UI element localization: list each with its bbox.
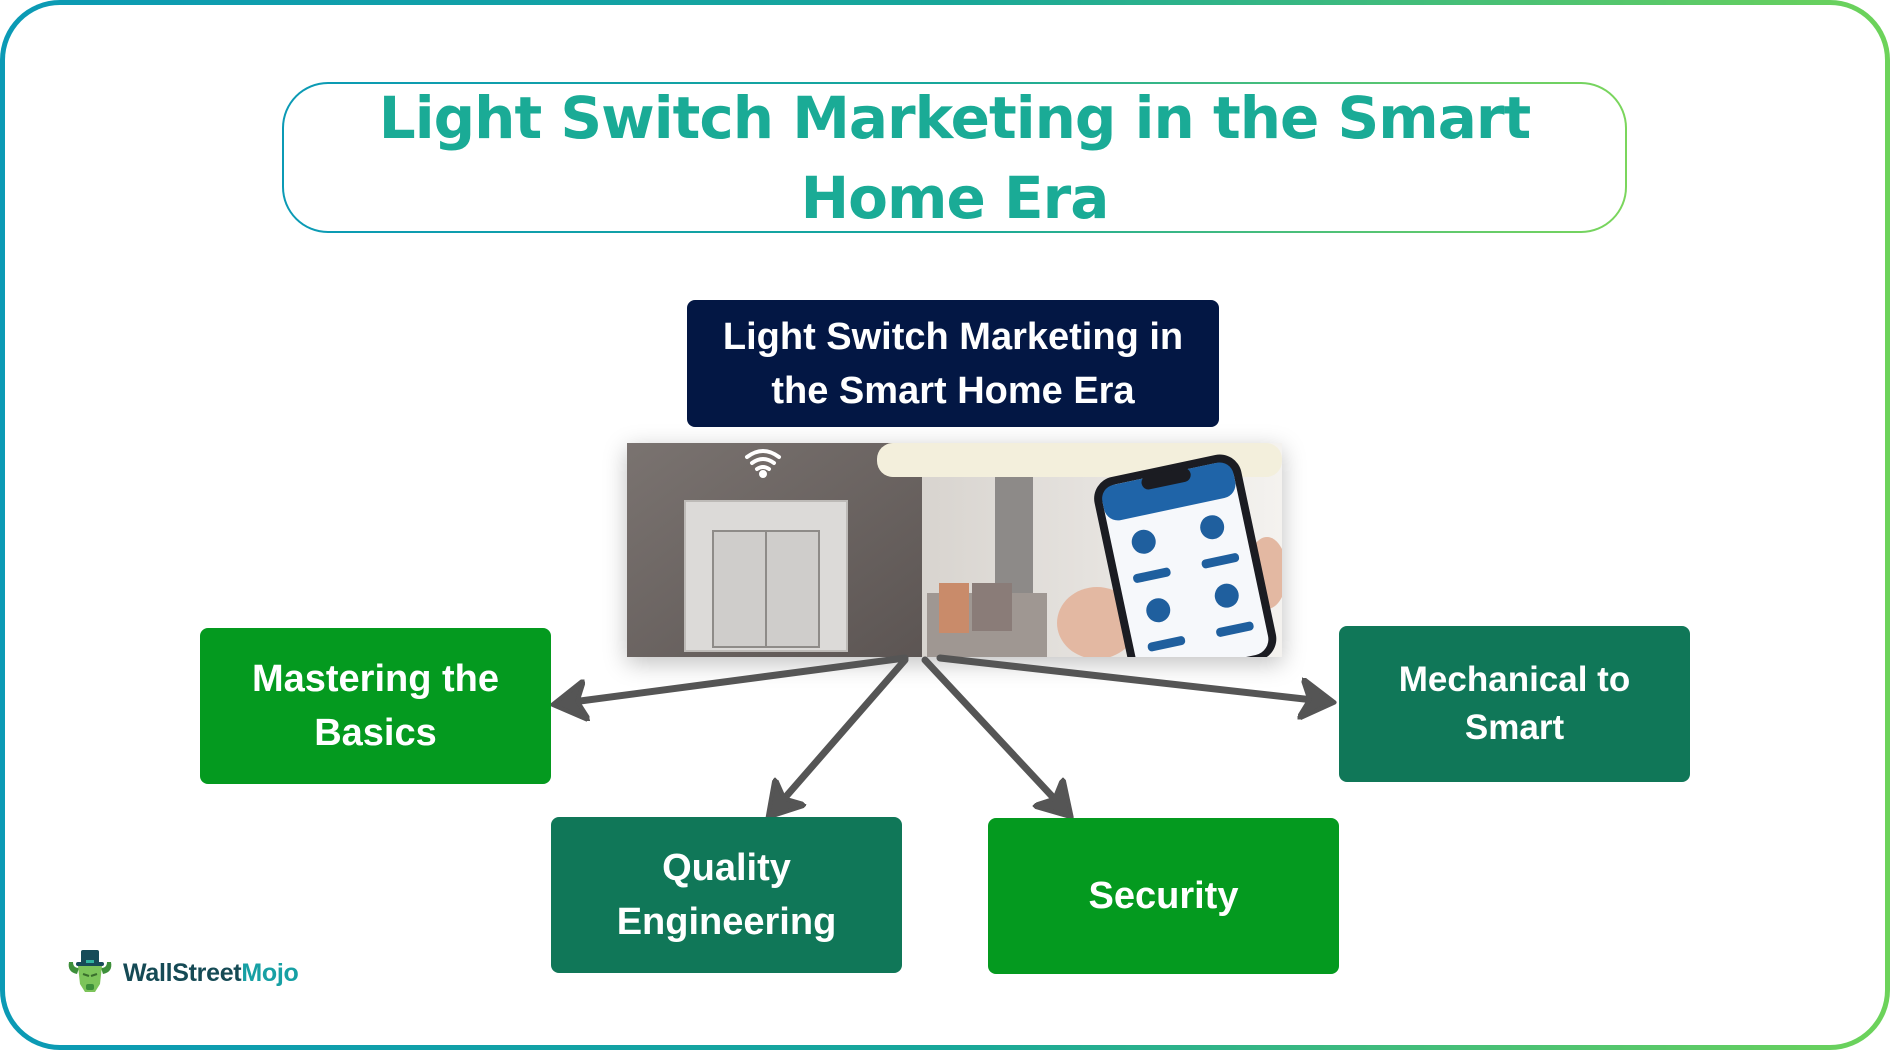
node-security: Security (988, 818, 1339, 974)
wifi-icon (745, 449, 781, 478)
central-node: Light Switch Marketing in the Smart Home… (687, 300, 1219, 427)
smart-switch-photo (627, 443, 1282, 657)
title-frame: Light Switch Marketing in the Smart Home… (282, 82, 1627, 233)
logo-wordmark: WallStreetMojo (123, 958, 299, 988)
bull-mascot-icon (68, 950, 112, 992)
page-title: Light Switch Marketing in the Smart Home… (378, 83, 1531, 232)
node-quality-engineering: Quality Engineering (551, 817, 902, 973)
wallstreetmojo-logo: WallStreetMojo (65, 948, 299, 998)
photo-illustration (627, 443, 1282, 657)
logo-text-wallstreet: WallStreet (123, 958, 242, 987)
logo-text-mojo: Mojo (241, 958, 299, 987)
node-mechanical-to-smart: Mechanical to Smart (1339, 626, 1690, 782)
title-container: Light Switch Marketing in the Smart Home… (284, 84, 1625, 232)
node-mastering-the-basics: Mastering the Basics (200, 628, 551, 784)
